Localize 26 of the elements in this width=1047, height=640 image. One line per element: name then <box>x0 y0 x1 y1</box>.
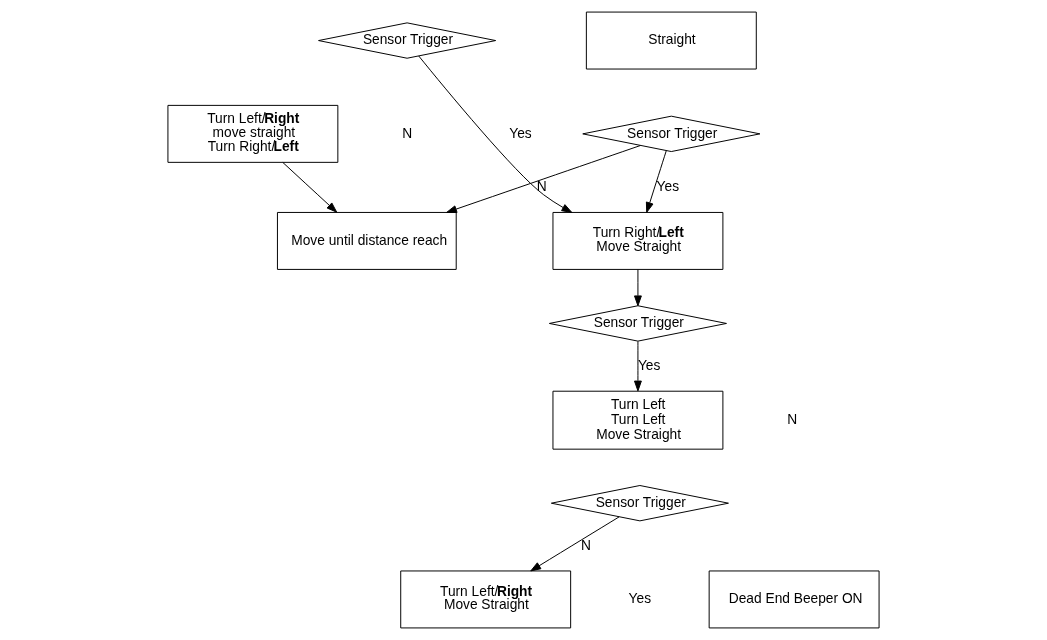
node-box: Turn Left/Right Move Straight <box>400 570 572 629</box>
arrow <box>645 150 667 213</box>
label: Yes <box>628 591 652 607</box>
node-box: Straight <box>585 11 757 70</box>
node-diamond: Sensor Trigger <box>318 22 497 59</box>
node-diamond: Sensor Trigger <box>582 115 761 153</box>
arrow <box>282 161 338 213</box>
node-diamond: Sensor Trigger <box>548 305 727 342</box>
node-box: Move until distance reach <box>276 211 457 270</box>
edge-label: N <box>536 179 547 195</box>
arrow <box>446 145 641 213</box>
node-box: Dead End Beeper ON <box>708 570 880 629</box>
arrow <box>634 340 642 392</box>
node-box: Turn Left Turn Left Move Straight <box>552 390 724 450</box>
edge-label: Yes <box>509 125 532 141</box>
arrow <box>530 516 620 572</box>
edge-label: N <box>580 537 591 553</box>
arrow <box>634 269 642 307</box>
label: N <box>402 125 413 141</box>
node-diamond: Sensor Trigger <box>550 485 729 522</box>
edge-label: Yes <box>637 357 661 373</box>
edge-label: Yes <box>656 179 680 195</box>
arrow <box>418 55 573 213</box>
label: N <box>787 411 798 427</box>
node-box: Turn Right/Left Move Straight <box>552 211 724 270</box>
node-box: Turn Left/Right move straight Turn Right/Left <box>167 104 339 163</box>
